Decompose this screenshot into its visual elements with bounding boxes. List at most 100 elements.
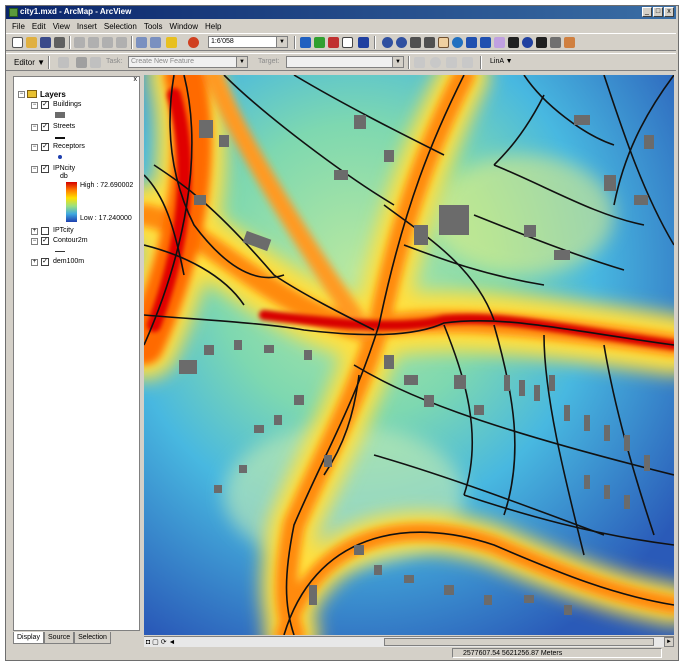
redo-icon[interactable] bbox=[150, 37, 161, 48]
tab-selection[interactable]: Selection bbox=[74, 632, 111, 644]
menu-view[interactable]: View bbox=[52, 21, 70, 31]
chevron-down-icon[interactable]: ▼ bbox=[392, 57, 403, 67]
menu-file[interactable]: File bbox=[12, 21, 25, 31]
editor-toolbar-icon[interactable] bbox=[300, 37, 311, 48]
menu-tools[interactable]: Tools bbox=[143, 21, 163, 31]
back-arrow-icon[interactable] bbox=[466, 37, 477, 48]
command-line-icon[interactable] bbox=[328, 37, 339, 48]
forward-arrow-icon[interactable] bbox=[480, 37, 491, 48]
open-folder-icon[interactable] bbox=[26, 37, 37, 48]
building bbox=[604, 485, 610, 499]
layer-streets-checkbox[interactable]: ✓ bbox=[41, 123, 49, 131]
map-display[interactable] bbox=[144, 75, 674, 635]
sketch-tool-icon[interactable] bbox=[76, 57, 87, 68]
undo-icon[interactable] bbox=[136, 37, 147, 48]
layer-buildings-label[interactable]: Buildings bbox=[53, 101, 82, 108]
save-icon[interactable] bbox=[40, 37, 51, 48]
collapse-icon[interactable]: − bbox=[31, 166, 38, 173]
split-tool-icon[interactable] bbox=[414, 57, 425, 68]
layer-buildings-checkbox[interactable]: ✓ bbox=[41, 101, 49, 109]
whats-this-icon[interactable] bbox=[358, 37, 369, 48]
sketch-properties-icon[interactable] bbox=[462, 57, 473, 68]
menu-help[interactable]: Help bbox=[204, 21, 222, 31]
collapse-icon[interactable]: − bbox=[31, 238, 38, 245]
contour-line-symbol-icon bbox=[55, 251, 65, 252]
new-document-icon[interactable] bbox=[12, 37, 23, 48]
close-button[interactable]: x bbox=[664, 7, 674, 17]
chevron-down-icon[interactable]: ▼ bbox=[236, 57, 247, 67]
map-horizontal-scrollbar[interactable]: ◘ ▢ ⟳ ◄ ► bbox=[144, 636, 674, 647]
layer-receptors-label[interactable]: Receptors bbox=[53, 143, 85, 150]
tab-source[interactable]: Source bbox=[43, 632, 75, 644]
tab-display[interactable]: Display bbox=[13, 632, 44, 644]
pan-hand-icon[interactable] bbox=[438, 37, 449, 48]
menu-window[interactable]: Window bbox=[169, 21, 198, 31]
layer-contour2m-label[interactable]: Contour2m bbox=[53, 237, 88, 244]
layer-dem100m-checkbox[interactable]: ✓ bbox=[41, 258, 49, 266]
expand-icon[interactable]: + bbox=[31, 228, 38, 235]
rotate-tool-icon[interactable] bbox=[430, 57, 441, 68]
task-combobox[interactable]: Create New Feature ▼ bbox=[128, 56, 248, 68]
cut-icon[interactable] bbox=[74, 37, 85, 48]
collapse-icon[interactable]: − bbox=[31, 144, 38, 151]
copy-icon[interactable] bbox=[88, 37, 99, 48]
layer-contour2m-checkbox[interactable]: ✓ bbox=[41, 237, 49, 245]
fixed-zoom-out-icon[interactable] bbox=[424, 37, 435, 48]
maximize-button[interactable]: □ bbox=[653, 7, 663, 17]
street-network bbox=[144, 75, 674, 635]
identify-icon[interactable] bbox=[522, 37, 533, 48]
collapse-icon[interactable]: − bbox=[18, 91, 25, 98]
minimize-button[interactable]: _ bbox=[642, 7, 652, 17]
layer-ipncity-checkbox[interactable]: ✓ bbox=[41, 165, 49, 173]
editor-menu-button[interactable]: Editor ▼ bbox=[14, 58, 46, 67]
layer-iptcity-label[interactable]: IPTcity bbox=[53, 227, 74, 234]
print-icon[interactable] bbox=[54, 37, 65, 48]
full-extent-icon[interactable] bbox=[452, 37, 463, 48]
toc-root-label[interactable]: Layers bbox=[40, 90, 66, 99]
layer-ipncity-label[interactable]: IPNcity bbox=[53, 165, 76, 172]
menu-edit[interactable]: Edit bbox=[31, 21, 46, 31]
hyperlink-icon[interactable] bbox=[564, 37, 575, 48]
map-scale-combobox[interactable]: 1:6'058 ▼ bbox=[208, 36, 288, 48]
select-elements-arrow-icon[interactable] bbox=[508, 37, 519, 48]
find-binoculars-icon[interactable] bbox=[536, 37, 547, 48]
fixed-zoom-in-icon[interactable] bbox=[410, 37, 421, 48]
edit-tool-icon[interactable] bbox=[58, 57, 69, 68]
expand-icon[interactable]: + bbox=[31, 259, 38, 266]
attributes-icon[interactable] bbox=[446, 57, 457, 68]
target-combobox[interactable]: ▼ bbox=[286, 56, 404, 68]
layout-view-controls[interactable]: ◘ ▢ ⟳ ◄ bbox=[146, 639, 176, 646]
building bbox=[384, 150, 394, 162]
menu-insert[interactable]: Insert bbox=[76, 21, 97, 31]
building bbox=[534, 385, 540, 401]
layer-dem100m-label[interactable]: dem100m bbox=[53, 258, 85, 265]
building bbox=[644, 135, 654, 149]
sketch-dropdown-icon[interactable] bbox=[90, 57, 101, 68]
scroll-right-arrow-icon[interactable]: ► bbox=[664, 637, 674, 647]
menu-selection[interactable]: Selection bbox=[103, 21, 137, 31]
close-icon[interactable]: x bbox=[133, 76, 138, 83]
layer-receptors-checkbox[interactable]: ✓ bbox=[41, 143, 49, 151]
select-features-icon[interactable] bbox=[494, 37, 505, 48]
standard-toolbar: 1:6'058 ▼ bbox=[6, 33, 676, 51]
noise-zone-moderate bbox=[434, 155, 614, 275]
add-data-icon[interactable] bbox=[166, 37, 177, 48]
collapse-icon[interactable]: − bbox=[31, 124, 38, 131]
add-data-button-icon[interactable] bbox=[188, 37, 199, 48]
paste-icon[interactable] bbox=[102, 37, 113, 48]
streets-line-symbol-icon bbox=[55, 137, 65, 139]
chevron-down-icon[interactable]: ▼ bbox=[276, 37, 287, 47]
model-builder-icon[interactable] bbox=[342, 37, 353, 48]
delete-icon[interactable] bbox=[116, 37, 127, 48]
scrollbar-thumb[interactable] bbox=[384, 638, 654, 646]
layer-iptcity-checkbox[interactable] bbox=[41, 227, 49, 235]
building bbox=[354, 115, 366, 129]
arctoolbox-icon[interactable] bbox=[314, 37, 325, 48]
zoom-out-icon[interactable] bbox=[396, 37, 407, 48]
zoom-in-icon[interactable] bbox=[382, 37, 393, 48]
layer-streets-label[interactable]: Streets bbox=[53, 123, 76, 130]
building bbox=[584, 415, 590, 431]
measure-icon[interactable] bbox=[550, 37, 561, 48]
lina-menu-button[interactable]: LinA ▼ bbox=[490, 58, 513, 65]
collapse-icon[interactable]: − bbox=[31, 102, 38, 109]
